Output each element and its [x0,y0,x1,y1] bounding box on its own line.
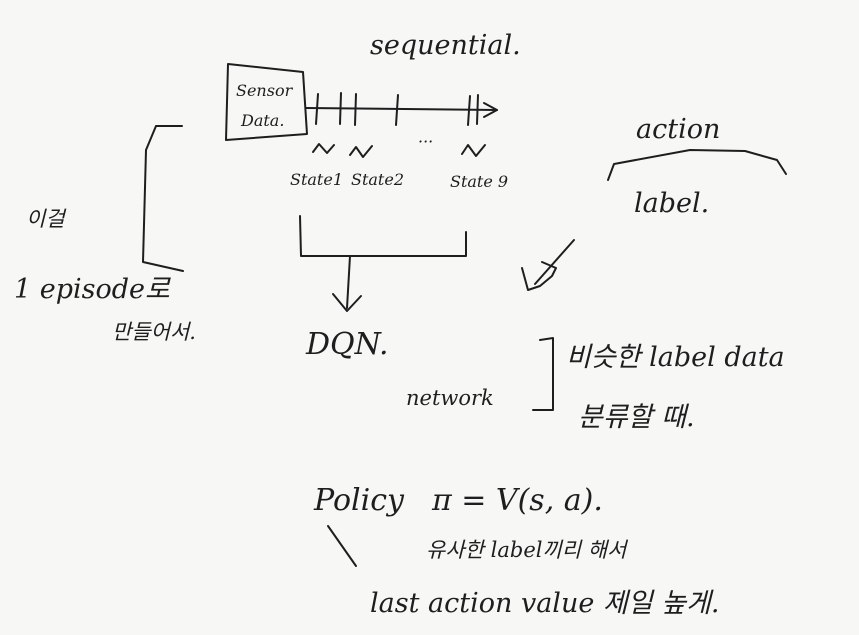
sequential-label: sequential. [370,30,521,61]
state1-label: State1 [290,170,344,189]
dqn-label: DQN. [306,327,389,362]
classify-when-note: 분류할 때. [578,402,695,433]
states-bracket [299,215,467,257]
left-note-this: 이걸 [26,207,65,231]
sensor-data-line2: Data. [241,111,285,130]
left-note-make: 만들어서. [112,320,196,344]
network-label: network [406,386,494,410]
check-doodle [521,239,575,291]
action-brace [607,149,787,181]
state2-label: State2 [351,170,405,189]
action-label: action [636,114,721,145]
state-marks [312,143,486,158]
similar-label-data-note: 비슷한 label data [566,342,785,373]
last-action-value-note: last action value 제일 높게. [370,588,720,619]
left-note-episode: 1 episode로 [14,274,170,305]
label-label: label. [634,188,710,219]
sensor-data-box [225,63,308,141]
arrow-to-dqn-head [332,293,362,312]
timeline-arrowhead [483,102,498,118]
network-bracket [532,337,554,411]
arrow-to-dqn [346,255,351,309]
similar-label-group-note: 유사한 label끼리 해서 [426,538,627,562]
policy-label: Policy [314,483,404,518]
dots-label: ··· [418,132,434,151]
policy-slash [327,525,357,567]
timeline-ticks [315,92,479,126]
left-bracket [142,125,184,272]
sensor-data-line1: Sensor [236,81,293,100]
state-last-label: State 9 [450,172,509,191]
timeline-line [305,107,498,111]
policy-equation: π = V(s, a). [432,483,603,518]
